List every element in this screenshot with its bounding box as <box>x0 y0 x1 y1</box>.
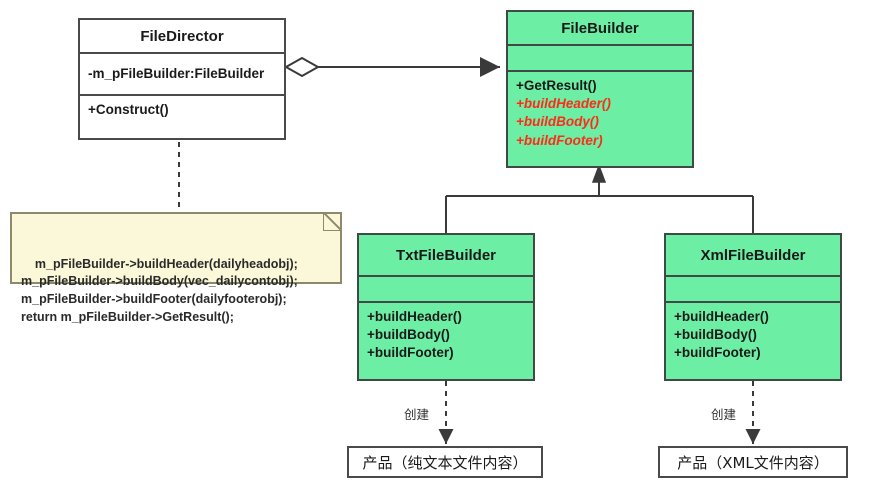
class-file-director-attributes: -m_pFileBuilder:FileBuilder <box>80 54 284 96</box>
label-xml-create-text: 创建 <box>711 407 737 422</box>
label-txt-create-text: 创建 <box>404 407 430 422</box>
class-txt-file-builder-name: TxtFileBuilder <box>359 235 533 277</box>
class-file-builder-attributes <box>508 46 692 72</box>
product-txt-file-label: 产品（纯文本文件内容） <box>362 453 528 472</box>
note-fold-corner-icon <box>323 212 342 231</box>
generalization-triangle-icon <box>591 163 607 183</box>
operation-line: +buildHeader() <box>674 309 769 324</box>
attribute-line: -m_pFileBuilder:FileBuilder <box>88 65 265 81</box>
aggregation-director-to-builder <box>283 56 500 78</box>
product-txt-file[interactable]: 产品（纯文本文件内容） <box>347 446 543 478</box>
operation-line: +GetResult() <box>516 78 597 93</box>
class-txt-file-builder-attributes <box>359 277 533 303</box>
class-xml-file-builder-operations: +buildHeader() +buildBody() +buildFooter… <box>666 303 840 379</box>
operation-line-abstract: +buildHeader() <box>516 96 611 112</box>
label-txt-create: 创建 <box>404 404 429 423</box>
class-file-director-operations: +Construct() <box>80 96 284 138</box>
operation-line-abstract: +buildBody() <box>516 114 599 130</box>
class-txt-file-builder-operations: +buildHeader() +buildBody() +buildFooter… <box>359 303 533 379</box>
operation-line: +buildBody() <box>367 327 450 343</box>
class-txt-file-builder[interactable]: TxtFileBuilder +buildHeader() +buildBody… <box>357 233 535 381</box>
operation-line: +buildFooter) <box>367 345 454 361</box>
note-text: m_pFileBuilder->buildHeader(dailyheadobj… <box>21 256 298 324</box>
class-file-director[interactable]: FileDirector -m_pFileBuilder:FileBuilder… <box>78 18 286 140</box>
operation-line-abstract: +buildFooter) <box>516 132 603 148</box>
class-file-builder[interactable]: FileBuilder +GetResult() +buildHeader() … <box>506 10 694 168</box>
class-xml-file-builder-name: XmlFileBuilder <box>666 235 840 277</box>
class-xml-file-builder[interactable]: XmlFileBuilder +buildHeader() +buildBody… <box>664 233 842 381</box>
label-xml-create: 创建 <box>711 404 736 423</box>
aggregation-diamond-icon <box>283 56 321 78</box>
class-xml-file-builder-attributes <box>666 277 840 303</box>
generalization-tree <box>445 163 754 233</box>
operation-line: +Construct() <box>88 102 169 117</box>
class-file-builder-operations: +GetResult() +buildHeader() +buildBody()… <box>508 72 692 166</box>
operation-line: +buildBody() <box>674 327 757 343</box>
product-xml-file-label: 产品（XML文件内容） <box>677 453 829 472</box>
operation-line: +buildHeader() <box>367 309 462 324</box>
class-file-builder-name: FileBuilder <box>508 12 692 46</box>
operation-line: +buildFooter) <box>674 345 761 361</box>
class-file-director-name: FileDirector <box>80 20 284 54</box>
product-xml-file[interactable]: 产品（XML文件内容） <box>658 446 848 478</box>
note-construct-body[interactable]: m_pFileBuilder->buildHeader(dailyheadobj… <box>10 212 342 324</box>
